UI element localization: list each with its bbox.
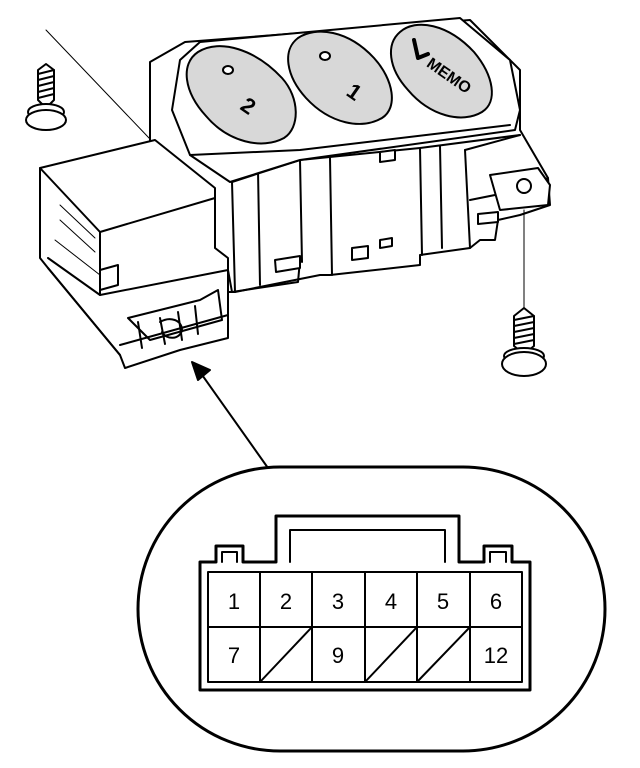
- pin-9-label: 9: [332, 643, 344, 668]
- mounting-tab: [489, 167, 551, 211]
- pointer-arrow: [191, 361, 269, 469]
- screw-left: [25, 63, 67, 131]
- memory-button-1: 1: [287, 30, 393, 125]
- memo-indicator-icon: [412, 38, 430, 60]
- screw-right: [501, 307, 547, 377]
- pin-6-label: 6: [490, 589, 502, 614]
- connector-terminal-view: 1 2 3 4 5 6 7 9 12: [136, 465, 607, 753]
- terminal-view-outline: [136, 465, 607, 753]
- empty-cavity-10: [364, 626, 418, 683]
- pin-3-label: 3: [332, 589, 344, 614]
- connector-housing: [39, 139, 229, 369]
- pin-4-label: 4: [385, 589, 397, 614]
- memory-switch-assembly: 2 1 MEMO: [25, 17, 551, 377]
- memory-button-2: 2: [185, 45, 297, 145]
- empty-cavity-8: [259, 626, 313, 683]
- pin-1-label: 1: [228, 589, 240, 614]
- pin-7-label: 7: [228, 643, 240, 668]
- pin-12-label: 12: [484, 643, 508, 668]
- memo-button: MEMO: [389, 23, 493, 119]
- mounting-hole: [516, 178, 532, 194]
- pin-5-label: 5: [437, 589, 449, 614]
- empty-cavity-11: [416, 626, 471, 683]
- pin-2-label: 2: [280, 589, 292, 614]
